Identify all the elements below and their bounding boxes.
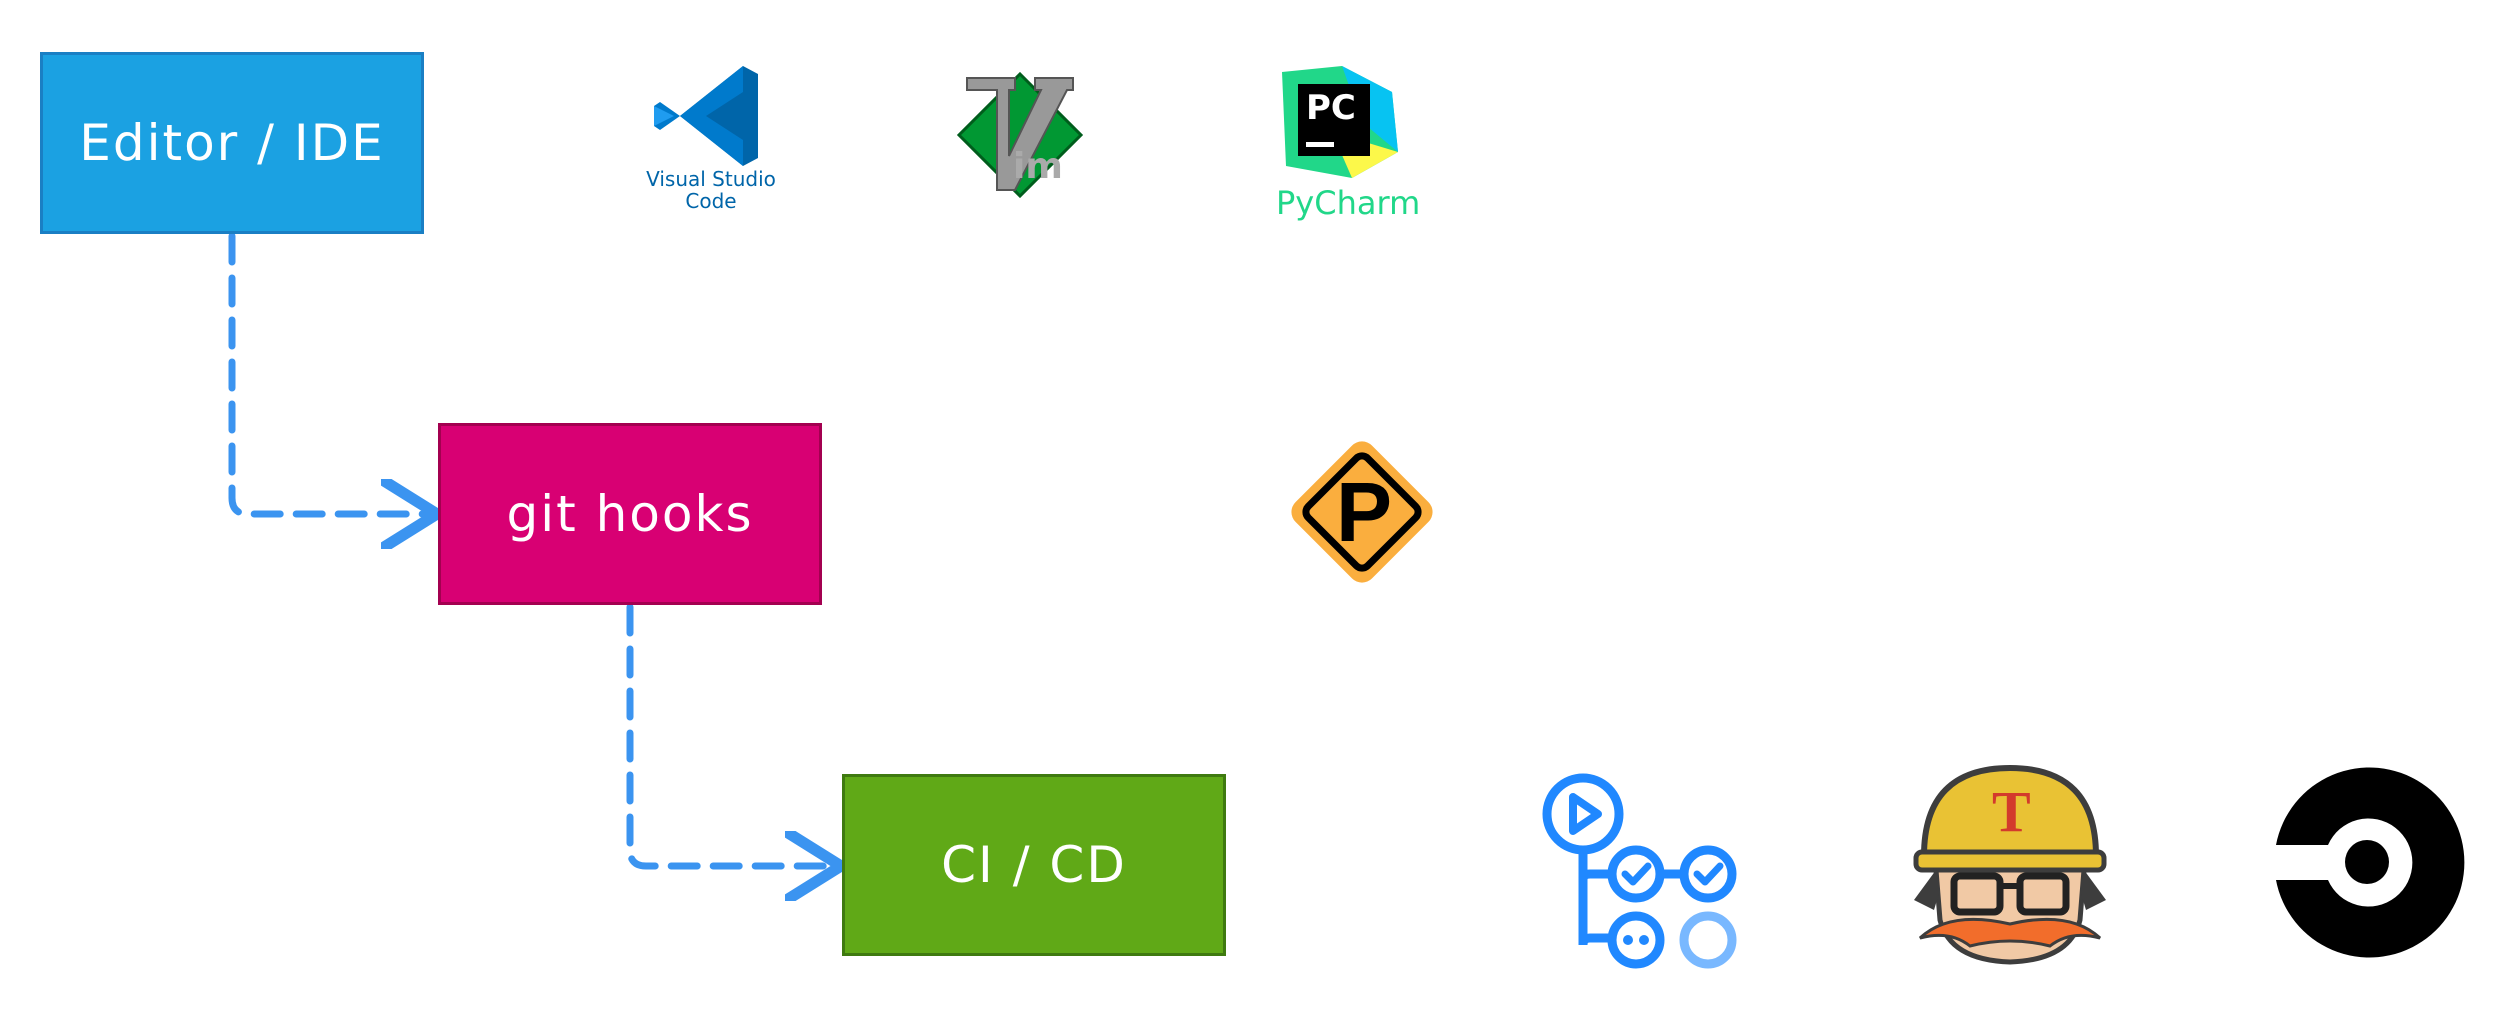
vscode-logo: Visual Studio Code bbox=[640, 60, 780, 220]
ci-cd-label: CI / CD bbox=[941, 836, 1127, 894]
connector-hooks-to-cicd bbox=[626, 603, 834, 866]
pycharm-icon bbox=[1282, 66, 1398, 178]
vim-logo: im bbox=[955, 70, 1085, 200]
pre-commit-icon bbox=[1291, 441, 1433, 583]
git-hooks-label: git hooks bbox=[506, 485, 754, 543]
vim-icon bbox=[956, 71, 1084, 199]
pre-commit-logo: P bbox=[1272, 422, 1452, 602]
vim-letters: im bbox=[1013, 146, 1063, 187]
git-hooks-box: git hooks bbox=[438, 423, 822, 605]
pycharm-badge: PC bbox=[1306, 88, 1356, 128]
connector-editor-to-hooks bbox=[228, 232, 430, 514]
travis-helmet-letter: T bbox=[1992, 779, 2031, 844]
github-actions-logo bbox=[1538, 770, 1748, 980]
ci-cd-box: CI / CD bbox=[842, 774, 1226, 956]
github-actions-icon bbox=[1542, 773, 1737, 969]
pre-commit-letter: P bbox=[1336, 465, 1393, 559]
travis-ci-icon bbox=[1913, 764, 2107, 965]
vscode-label-line2: Code bbox=[685, 189, 737, 213]
circleci-logo bbox=[2264, 760, 2469, 965]
vscode-label-line1: Visual Studio bbox=[646, 167, 776, 191]
travis-ci-logo: T bbox=[1900, 760, 2120, 970]
editor-ide-label: Editor / IDE bbox=[79, 114, 385, 172]
editor-ide-box: Editor / IDE bbox=[40, 52, 424, 234]
pycharm-logo: PC PyCharm bbox=[1272, 62, 1422, 232]
vscode-icon bbox=[654, 66, 758, 166]
pycharm-label: PyCharm bbox=[1276, 184, 1421, 222]
circleci-icon bbox=[2276, 767, 2465, 958]
